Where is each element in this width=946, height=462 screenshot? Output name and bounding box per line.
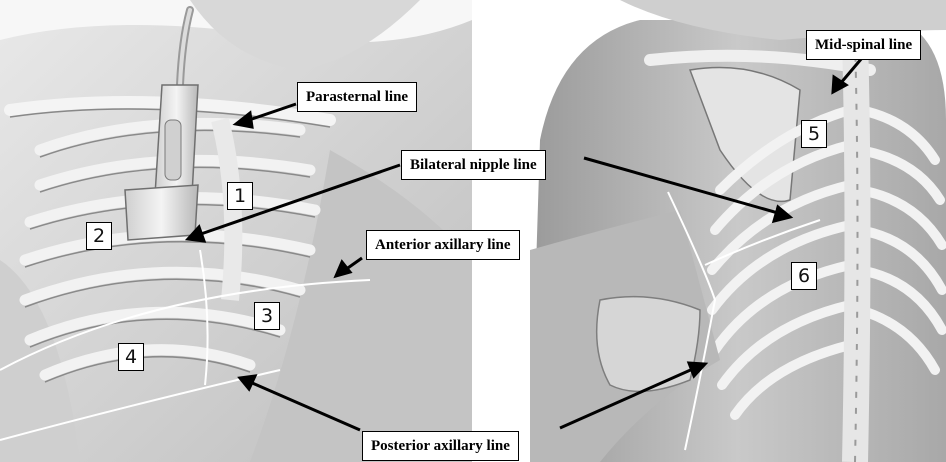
right-torso-illustration <box>530 0 946 462</box>
parasternal-line-label: Parasternal line <box>297 82 417 112</box>
zone-5-label: 5 <box>801 120 827 148</box>
zone-3-label: 3 <box>254 302 280 330</box>
mid-spinal-line-label: Mid-spinal line <box>806 30 921 60</box>
zone-6-label: 6 <box>791 262 817 290</box>
zone-1-label: 1 <box>227 182 253 210</box>
anterior-axillary-line-label: Anterior axillary line <box>366 230 520 260</box>
zone-4-label: 4 <box>118 343 144 371</box>
zone-2-label: 2 <box>86 222 112 250</box>
posterior-axillary-line-label: Posterior axillary line <box>362 431 519 461</box>
bilateral-nipple-line-label: Bilateral nipple line <box>401 150 546 180</box>
